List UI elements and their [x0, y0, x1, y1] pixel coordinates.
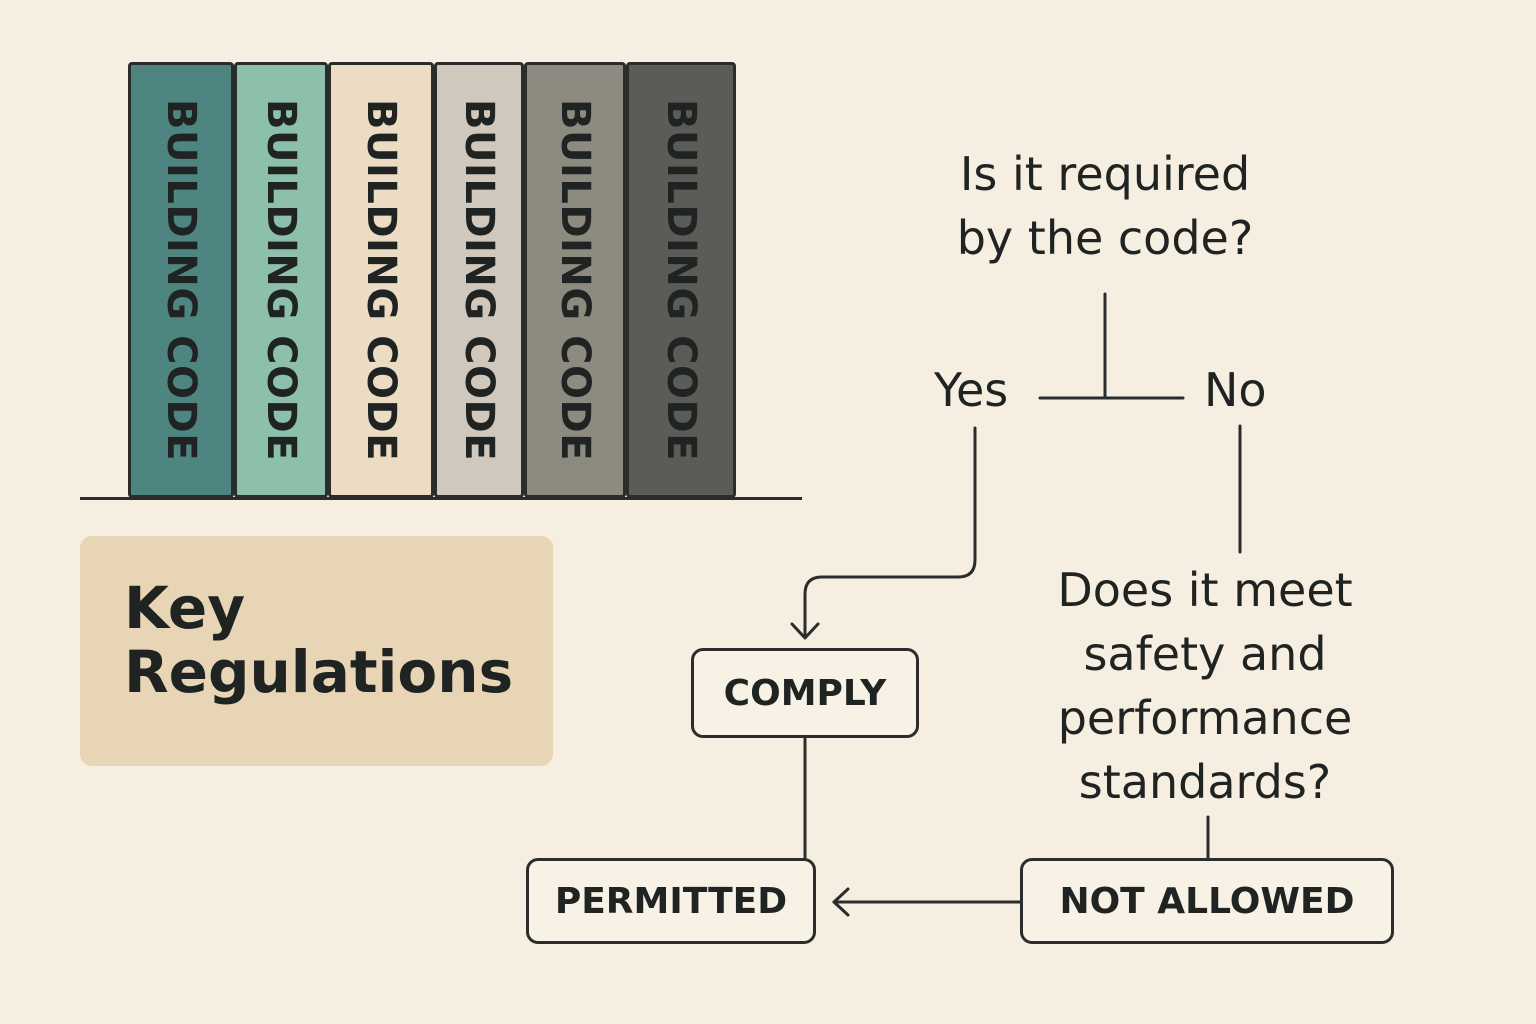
question1-line1: Is it required — [959, 147, 1251, 201]
book-label: BUILDING CODE — [658, 99, 704, 462]
yes-label: Yes — [934, 363, 1009, 417]
arrow-head-left — [832, 887, 850, 917]
book-spine-2: BUILDING CODE — [234, 62, 328, 498]
book-spine-5: BUILDING CODE — [524, 62, 626, 498]
book-label: BUILDING CODE — [456, 99, 502, 462]
book-spine-3: BUILDING CODE — [328, 62, 434, 498]
no-label: No — [1204, 363, 1267, 417]
arrow-head-down — [790, 622, 820, 640]
comply-node: COMPLY — [691, 648, 919, 738]
book-spine-1: BUILDING CODE — [128, 62, 234, 498]
question-required-by-code: Is it required by the code? — [905, 142, 1305, 270]
book-spine-6: BUILDING CODE — [626, 62, 736, 498]
question2-line2: safety and — [1083, 627, 1327, 681]
key-regulations-card: Key Regulations — [80, 536, 553, 766]
book-spine-4: BUILDING CODE — [434, 62, 524, 498]
question2-line1: Does it meet — [1057, 563, 1353, 617]
question1-line2: by the code? — [956, 211, 1254, 265]
key-title-line2: Regulations — [124, 638, 514, 706]
shelf-line — [80, 497, 802, 500]
not-allowed-node: NOT ALLOWED — [1020, 858, 1394, 944]
yes-path-line — [803, 426, 977, 638]
question-safety-standards: Does it meet safety and performance stan… — [1020, 558, 1390, 814]
key-title-line1: Key — [124, 574, 246, 642]
book-label: BUILDING CODE — [158, 99, 204, 462]
book-label: BUILDING CODE — [552, 99, 598, 462]
permitted-node: PERMITTED — [526, 858, 816, 944]
book-label: BUILDING CODE — [358, 99, 404, 462]
question2-line3: performance — [1057, 691, 1353, 745]
question2-line4: standards? — [1078, 755, 1332, 809]
book-label: BUILDING CODE — [258, 99, 304, 462]
